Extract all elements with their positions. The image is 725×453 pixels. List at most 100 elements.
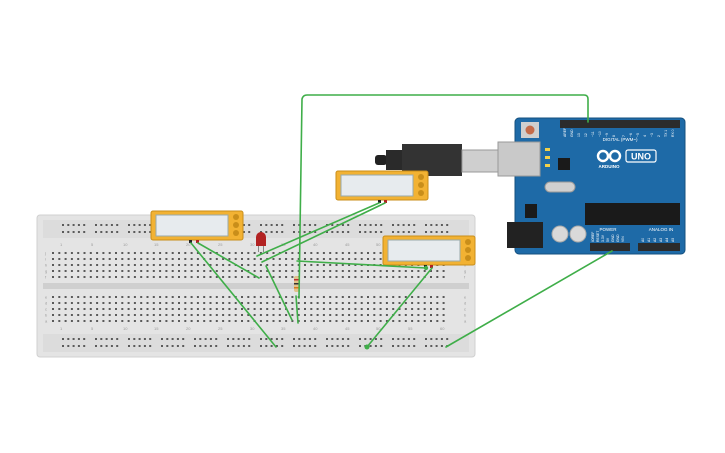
col-label-15: 15 (154, 242, 159, 247)
analog-label: ANALOG IN (649, 227, 674, 232)
wire-module2-1 (256, 202, 380, 257)
pin-label-6: ~6 (629, 133, 633, 137)
col-label-60b: 60 (440, 326, 445, 331)
capacitor-1 (551, 225, 569, 243)
red-led[interactable] (256, 232, 266, 252)
pin-label-gnd2: GND (616, 234, 620, 242)
uno-badge (625, 149, 657, 163)
module-1-pin-icon (233, 230, 239, 236)
pin-label-a0: A0 (641, 238, 645, 242)
pin-label-3v3: 3.3V (601, 234, 605, 242)
pin-label-a4: A4 (665, 238, 669, 242)
pin-label-5: ~5 (636, 133, 640, 137)
sensor-module-1[interactable] (150, 210, 244, 243)
row-letter: c (45, 307, 47, 312)
wire-module3-b (366, 267, 433, 348)
sensor-module-2[interactable] (335, 170, 429, 203)
wire-module3-a (296, 260, 427, 269)
pin-label-gnd: GND (570, 129, 574, 137)
pin-label-2: 2 (657, 135, 661, 137)
col-label-50b: 50 (376, 326, 381, 331)
power-header[interactable] (590, 243, 630, 251)
row-letter: g (464, 269, 466, 274)
row-letter: b (45, 313, 48, 318)
module-2-pin-icon (418, 182, 424, 188)
col-label-10b: 10 (123, 326, 128, 331)
digital-label: DIGITAL (PWM~) (603, 137, 638, 142)
wire-junction (364, 344, 370, 350)
regulator (525, 204, 537, 218)
pin-label-a1: A1 (647, 238, 651, 242)
sensor-module-3[interactable] (382, 235, 476, 268)
module-3-pin-icon (465, 239, 471, 245)
module-3-pin-icon (465, 247, 471, 253)
pin-label-11: ~11 (591, 131, 595, 137)
row-letter: f (464, 275, 466, 280)
pin-label-vin: VIN (621, 236, 625, 242)
usb-cable[interactable] (375, 144, 499, 176)
wire-led (265, 265, 293, 321)
pin-label-1: TX 1 (664, 130, 668, 137)
row-letter: e (45, 295, 48, 300)
led-rx (545, 164, 550, 167)
row-letter: d (464, 301, 466, 306)
pin-label-gnd1: GND (611, 234, 615, 242)
pin-label-ioref: IOREF (591, 232, 595, 242)
resistor[interactable] (294, 276, 299, 292)
pin-label-12: 12 (584, 133, 588, 137)
col-label-35b: 35 (281, 326, 286, 331)
wire-resistor (295, 295, 299, 324)
row-letter: j (44, 251, 46, 256)
reset-button-cap[interactable] (525, 125, 535, 135)
row-letter: h (45, 263, 47, 268)
col-label-25b: 25 (218, 326, 223, 331)
row-letter: g (45, 269, 47, 274)
module-1-pin-icon (233, 214, 239, 220)
pin-label-a3: A3 (659, 238, 663, 242)
module-3-pin-icon (465, 255, 471, 261)
col-label-15b: 15 (154, 326, 159, 331)
pin-label-3: ~3 (650, 133, 654, 137)
col-label-50: 50 (376, 242, 381, 247)
pin-label-7: 7 (622, 135, 626, 137)
analog-header[interactable] (638, 243, 680, 251)
board-brand: ARDUINO (599, 164, 620, 169)
col-label-5b: 5 (91, 326, 94, 331)
pin-label-4: 4 (643, 135, 647, 137)
col-label-20b: 20 (186, 326, 191, 331)
usb-port (497, 141, 541, 177)
power-label: POWER (599, 227, 617, 232)
col-label-30: 30 (250, 242, 255, 247)
row-letter: e (464, 295, 467, 300)
pin-label-13: 13 (577, 133, 581, 137)
wire-top-loop (298, 94, 589, 299)
pin-label-8: 8 (612, 135, 616, 137)
arduino-logo-icon (596, 149, 622, 163)
wire-module2-2 (261, 202, 386, 263)
capacitor-2 (569, 225, 587, 243)
usb-chip (558, 158, 570, 170)
col-label-45b: 45 (345, 326, 350, 331)
col-label-30b: 30 (250, 326, 255, 331)
col-label-1: 1 (60, 242, 63, 247)
pin-label-aref: AREF (563, 128, 567, 137)
arduino-uno-board[interactable]: UNO ARDUINO DIGITAL (PWM~) POWER ANALOG … (497, 117, 686, 255)
wire-junction (423, 265, 429, 271)
digital-header[interactable] (560, 120, 680, 128)
atmega-chip (585, 203, 680, 225)
row-letter: d (45, 301, 47, 306)
row-letter: a (464, 319, 467, 324)
wires[interactable] (190, 94, 613, 348)
row-letter: b (464, 313, 467, 318)
row-letter: a (45, 319, 48, 324)
module-2-pin-icon (418, 174, 424, 180)
module-2-pin-icon (418, 190, 424, 196)
col-label-10: 10 (123, 242, 128, 247)
col-label-1b: 1 (60, 326, 63, 331)
pin-label-a5: A5 (671, 238, 675, 242)
board-model: UNO (631, 152, 651, 162)
col-label-45: 45 (345, 242, 350, 247)
row-letter: i (45, 257, 46, 262)
col-label-40b: 40 (313, 326, 318, 331)
